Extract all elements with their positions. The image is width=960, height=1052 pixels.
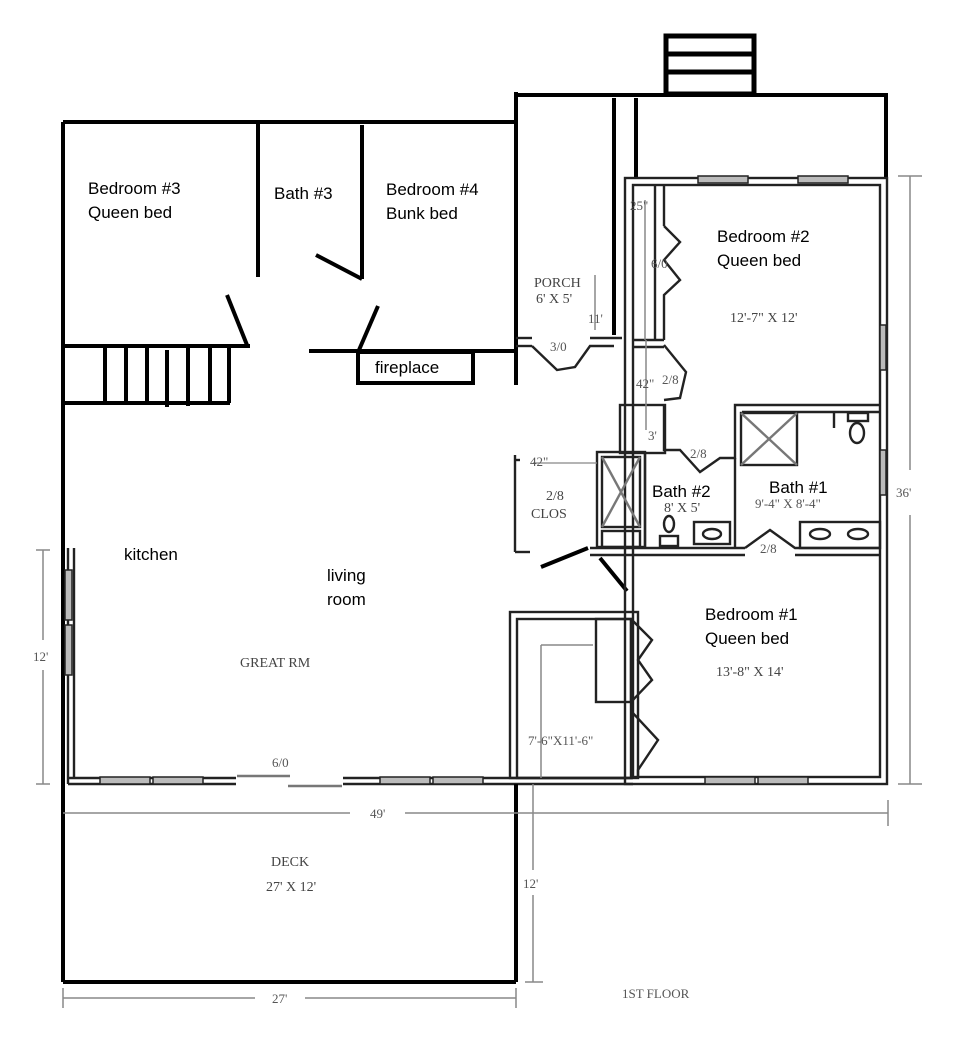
dim-2-8b: 2/8 — [690, 446, 707, 461]
dim-left-12: 12' — [33, 649, 48, 664]
dim-6-0: 6/0 — [651, 256, 668, 271]
deck-label: DECK — [271, 855, 309, 870]
porch-label: PORCH — [534, 276, 581, 291]
dimension-lines — [36, 175, 922, 1008]
walkin-size: 7'-6"X11'-6" — [528, 733, 593, 748]
exterior-steps — [663, 33, 757, 97]
dim-42a: 42" — [636, 376, 654, 391]
bedroom2-bed: Queen bed — [717, 251, 801, 270]
floor-title: 1ST FLOOR — [622, 986, 690, 1001]
bedroom2-label: Bedroom #2 — [717, 227, 810, 246]
bedroom1-size: 13'-8" X 14' — [716, 665, 784, 680]
bedroom1-label: Bedroom #1 — [705, 605, 798, 624]
closet-door: 2/8 — [546, 489, 564, 504]
dim-6-0b: 6/0 — [272, 755, 289, 770]
dim-49: 49' — [370, 806, 385, 821]
bath2-size: 8' X 5' — [664, 501, 700, 516]
bedroom4-bed: Bunk bed — [386, 204, 458, 223]
dim-2-8a: 2/8 — [662, 372, 679, 387]
bath1-label: Bath #1 — [769, 478, 828, 497]
windows — [64, 175, 887, 785]
dim-25: 25" — [630, 198, 648, 213]
great-room-label: GREAT RM — [240, 656, 311, 671]
bedroom3-bed: Queen bed — [88, 203, 172, 222]
bath1-size: 9'-4" X 8'-4" — [755, 496, 821, 511]
dim-2-8c: 2/8 — [760, 541, 777, 556]
bedroom3-label: Bedroom #3 — [88, 179, 181, 198]
bedroom2-size: 12'-7" X 12' — [730, 311, 798, 326]
living-label-2: room — [327, 590, 366, 609]
fireplace-label: fireplace — [375, 358, 439, 377]
dim-36: 36' — [896, 485, 911, 500]
dim-11: 11' — [588, 311, 603, 326]
bath3-label: Bath #3 — [274, 184, 333, 203]
bedroom1-bed: Queen bed — [705, 629, 789, 648]
kitchen-label: kitchen — [124, 545, 178, 564]
dim-42b: 42" — [530, 454, 548, 469]
dim-deck-27: 27' — [272, 991, 287, 1006]
living-label-1: living — [327, 566, 366, 585]
deck-size: 27' X 12' — [266, 880, 316, 895]
dim-deck-12: 12' — [523, 876, 538, 891]
bath2-label: Bath #2 — [652, 482, 711, 501]
porch-size: 6' X 5' — [536, 292, 572, 307]
dim-3-0: 3/0 — [550, 339, 567, 354]
dim-3: 3' — [648, 428, 657, 443]
walls-added — [61, 92, 888, 780]
bedroom4-label: Bedroom #4 — [386, 180, 479, 199]
closet-label: CLOS — [531, 507, 567, 522]
